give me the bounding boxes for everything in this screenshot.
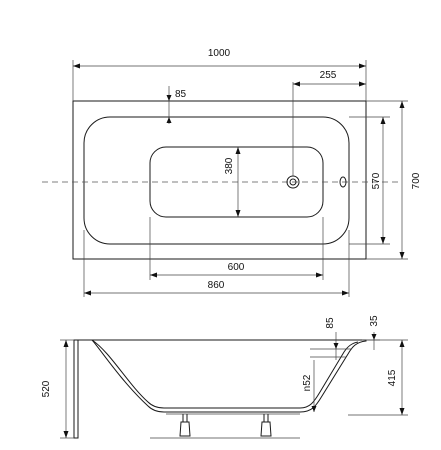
dim-n52-arrow	[311, 406, 317, 412]
dim-85-arrow-bottom	[166, 117, 172, 123]
dim-860-label: 860	[208, 280, 225, 291]
dim-700-label: 700	[411, 172, 422, 189]
dim-255-arrow-left	[293, 81, 300, 87]
dim-570-arrow-top	[380, 117, 386, 124]
dim-85-label: 85	[175, 89, 187, 100]
dim-255-label: 255	[320, 70, 337, 81]
dim-860-arrow-left	[84, 290, 91, 296]
dim-n52-label: n52	[302, 374, 313, 391]
front-panel	[73, 339, 79, 439]
dim-380-arrow-top	[235, 147, 241, 154]
dim-700-arrow-top	[399, 101, 405, 108]
tub-section-inner	[91, 339, 359, 409]
side-view: 520 85 35 n52 415	[41, 315, 408, 439]
dim-35-arrow	[371, 334, 377, 340]
dim-415-arrow-bottom	[399, 408, 405, 415]
dim-255-arrow-right	[359, 81, 366, 87]
tub-outer-outline	[72, 100, 367, 260]
dim-520-arrow-bottom	[63, 431, 69, 438]
dim-415-arrow-top	[399, 340, 405, 347]
dim-570-arrow-bottom	[380, 237, 386, 244]
foot-left-icon	[179, 414, 191, 437]
dim-side-85-label: 85	[325, 317, 336, 329]
dim-520-label: 520	[41, 380, 52, 397]
dim-700-arrow-bottom	[399, 252, 405, 259]
drain-inner-icon	[289, 178, 297, 186]
dim-1000-label: 1000	[208, 48, 231, 59]
dim-860-arrow-right	[342, 290, 349, 296]
dim-600-label: 600	[228, 262, 245, 273]
dim-85-arrow-top	[166, 95, 172, 101]
dim-570-label: 570	[371, 172, 382, 189]
dim-380-label: 380	[224, 157, 235, 174]
top-view: 1000 255 85 380 570 700	[42, 48, 422, 297]
dim-415-label: 415	[387, 369, 398, 386]
dim-380-arrow-bottom	[235, 210, 241, 217]
tub-inner-outline	[83, 116, 350, 245]
dim-side-85-arrow	[333, 343, 339, 349]
dim-35-label: 35	[369, 315, 380, 327]
overflow-icon	[339, 176, 347, 188]
dim-520-arrow-top	[63, 340, 69, 347]
dim-600-arrow-left	[150, 272, 157, 278]
dim-1000-arrow-right	[359, 63, 366, 69]
dim-600-arrow-right	[316, 272, 323, 278]
tub-section-outline	[78, 339, 367, 413]
foot-right-icon	[260, 414, 272, 437]
dim-1000-arrow-left	[73, 63, 80, 69]
